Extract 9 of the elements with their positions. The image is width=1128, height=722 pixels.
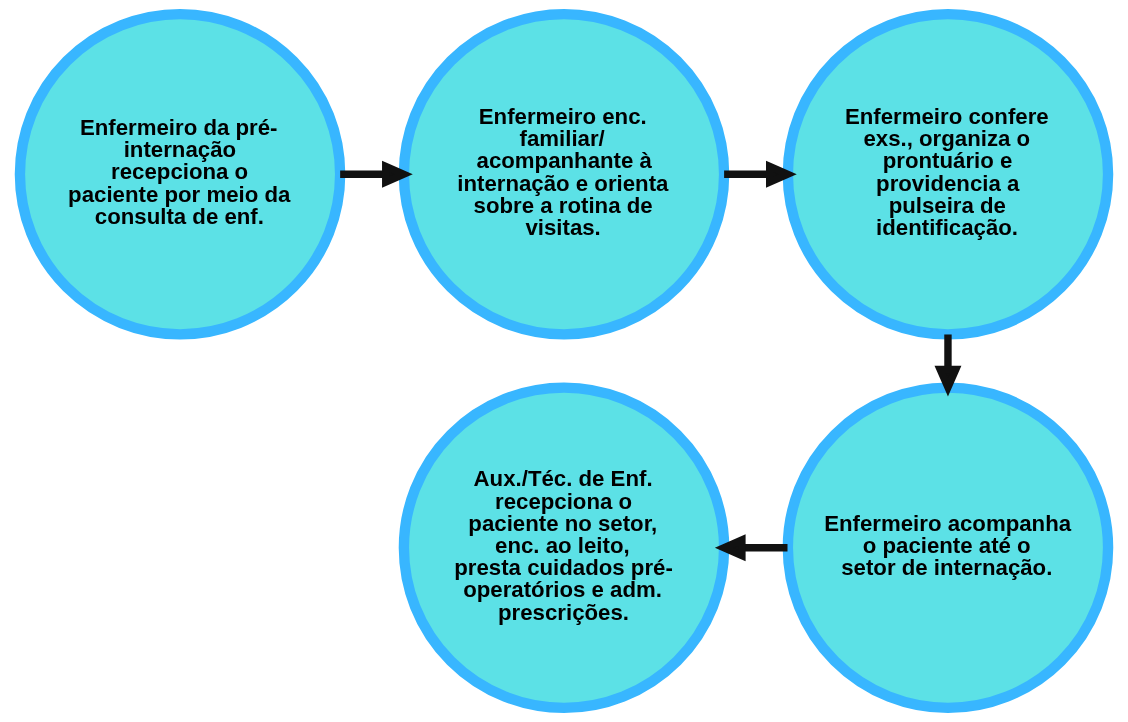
- arrow: [714, 534, 788, 562]
- node-circle: Enfermeiro confere exs., organiza o prontuário e providencia a pulseira de identificação.: [782, 8, 1114, 340]
- node-circle: Enfermeiro enc. familiar/ acompanhante à internação e orienta sobre a rotina de visitas.: [398, 8, 730, 340]
- node-circle: Enfermeiro acompanha o paciente até o setor de internação.: [782, 382, 1114, 714]
- arrow: [340, 160, 413, 188]
- arrow: [724, 160, 797, 188]
- arrow: [934, 334, 962, 397]
- node-circle: Aux./Téc. de Enf. recepciona o paciente no setor, enc. ao leito, presta cuidados pré-operatórios e adm. prescrições.: [398, 382, 730, 714]
- node-circle: Enfermeiro da pré-internação recepciona o paciente por meio da consulta de enf.: [14, 8, 346, 340]
